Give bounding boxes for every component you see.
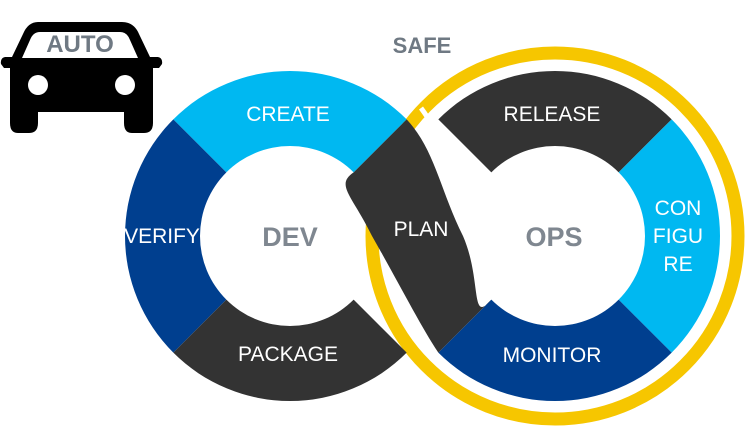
configure-label-line3: RE	[663, 253, 692, 276]
monitor-segment	[438, 299, 672, 401]
car-windshield	[22, 32, 138, 58]
create-segment	[173, 71, 407, 173]
configure-label-line1: CON	[655, 197, 702, 220]
plan-label: PLAN	[394, 218, 449, 241]
plan-segment	[345, 119, 492, 353]
verify-label: VERIFY	[124, 225, 200, 248]
monitor-label: MONITOR	[503, 344, 602, 367]
verify-segment	[125, 119, 227, 353]
package-label: PACKAGE	[238, 343, 338, 366]
plan-gap-line	[418, 106, 473, 226]
safe-label: SAFE	[393, 33, 452, 58]
configure-segment	[618, 119, 720, 353]
release-label: RELEASE	[504, 103, 601, 126]
auto-label: AUTO	[46, 31, 114, 58]
auto-badge: AUTO	[0, 22, 163, 133]
create-label: CREATE	[246, 103, 330, 126]
dev-hub-label: DEV	[262, 222, 318, 252]
car-headlight-left	[28, 75, 48, 95]
ops-hub-label: OPS	[525, 222, 582, 252]
release-segment	[438, 71, 672, 173]
car-headlight-right	[115, 75, 135, 95]
package-segment	[173, 299, 407, 401]
configure-label-line2: FIGU	[653, 225, 703, 248]
